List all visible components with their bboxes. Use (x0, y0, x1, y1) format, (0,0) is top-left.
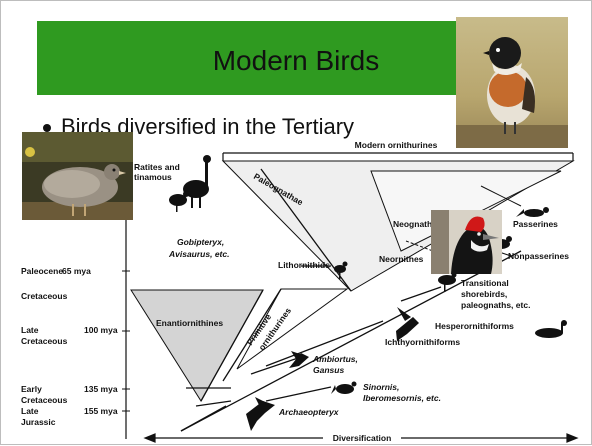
label-neognathae: Neognathae (393, 219, 442, 229)
passerine-silhouette-icon (516, 207, 549, 217)
ichthyornis-silhouette-icon (396, 307, 419, 341)
label-hesperornithiforms: Hesperornithiforms (435, 321, 514, 331)
time-late-jurassic-1: Late (21, 406, 39, 416)
label-ratites-1: Ratites and (134, 162, 180, 172)
label-enantiornithines: Enantiornithines (156, 318, 223, 328)
diversification-arrow (143, 433, 579, 443)
time-late-cretaceous-age: 100 mya (84, 325, 118, 335)
hesperornis-silhouette-icon (535, 320, 567, 338)
label-lithornithids: Lithornithids (278, 260, 330, 270)
primitive-ornithurines-clade (236, 288, 349, 370)
label-ichthyornithiforms: Ichthyornithiforms (385, 337, 460, 347)
stonechat-photo (456, 17, 568, 148)
label-passerines: Passerines (513, 219, 558, 229)
tinamou-photo (22, 132, 133, 220)
label-nonpasserines: Nonpasserines (508, 251, 569, 261)
time-early-cretaceous-age: 135 mya (84, 384, 118, 394)
time-late-jurassic-2: Jurassic (21, 417, 56, 427)
label-ambiortus-1: Ambiortus, (312, 354, 358, 364)
time-ticks (122, 270, 130, 412)
label-neornithes: Neornithes (379, 254, 424, 264)
time-paleocene-age: 65 mya (62, 266, 91, 276)
time-late-cretaceous-1: Late (21, 325, 39, 335)
label-gobipteryx-2: Avisaurus, etc. (168, 249, 229, 259)
emu-silhouette-icon (183, 155, 211, 208)
sinornis-silhouette-icon (331, 381, 357, 394)
label-ambiortus-2: Gansus (313, 365, 344, 375)
label-sinornis-1: Sinornis, (363, 382, 399, 392)
woodpecker-photo (431, 210, 502, 274)
label-archaeopteryx: Archaeopteryx (278, 407, 340, 417)
tinamou-silhouette-icon (169, 191, 189, 212)
time-late-cretaceous-2: Cretaceous (21, 336, 68, 346)
bird-silhouettes (169, 155, 567, 431)
ambiortus-silhouette-icon (289, 351, 309, 368)
time-early-cretaceous-2: Cretaceous (21, 395, 68, 405)
enantiornithines-clade (130, 289, 264, 402)
label-transitional-1: Transitional (461, 278, 509, 288)
lithornithid-silhouette-icon (334, 261, 348, 279)
diversification-label: Diversification (333, 433, 392, 443)
shorebird-silhouette-icon (438, 272, 457, 292)
label-transitional-2: shorebirds, (461, 289, 507, 299)
time-cretaceous: Cretaceous (21, 291, 68, 301)
time-early-cretaceous-1: Early (21, 384, 42, 394)
label-transitional-3: paleognaths, etc. (461, 300, 530, 310)
time-paleocene: Paleocene (21, 266, 63, 276)
modern-ornithurines-label: Modern ornithurines (355, 140, 438, 150)
passerine-link (480, 185, 522, 207)
archaeopteryx-silhouette-icon (246, 397, 275, 431)
phylogeny-branches (180, 168, 522, 432)
label-gobipteryx-1: Gobipteryx, (177, 237, 224, 247)
modern-ornithurines-bracket (222, 152, 574, 161)
slide-title: Modern Birds (212, 45, 380, 76)
label-ratites-2: tinamous (134, 172, 172, 182)
bullet-icon (43, 124, 51, 133)
time-late-jurassic-age: 155 mya (84, 406, 118, 416)
label-sinornis-2: Iberomesornis, etc. (363, 393, 441, 403)
